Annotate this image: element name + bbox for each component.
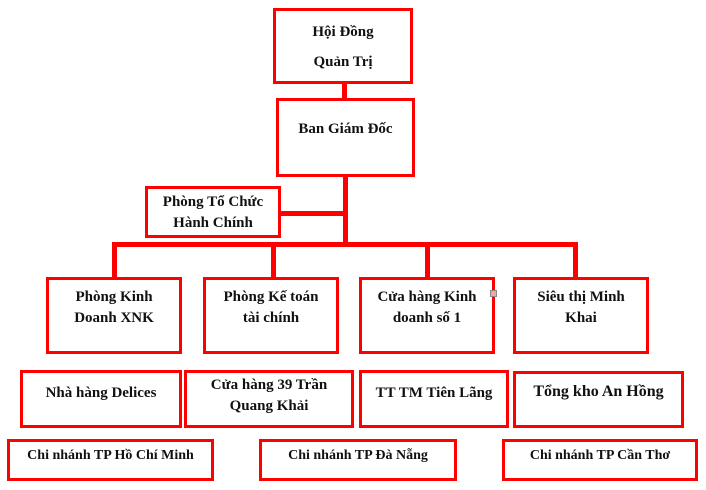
node-hcm[interactable]: Chi nhánh TP Hồ Chí Minh	[7, 439, 214, 481]
node-label-line: Chi nhánh TP Cần Thơ	[529, 448, 671, 463]
node-label-line: Chi nhánh TP Đà Nẵng	[288, 448, 428, 463]
node-label-line: Quang Khải	[229, 398, 309, 414]
node-label-line: Ban Giám Đốc	[298, 121, 393, 137]
node-label-line: Cửa hàng Kinh	[377, 289, 477, 305]
node-label-line: Doanh XNK	[74, 310, 154, 326]
connector-drop-accounting	[271, 242, 276, 278]
connector-drop-store1	[425, 242, 430, 278]
node-tienlang[interactable]: TT TM Tiên Lãng	[359, 370, 509, 428]
node-label-line: Nhà hàng Delices	[45, 385, 157, 401]
connector-drop-minhkhai	[573, 242, 578, 278]
node-label-line: Hành Chính	[173, 215, 253, 231]
connector-board-directors	[342, 83, 347, 99]
node-label-line: Chi nhánh TP Hồ Chí Minh	[27, 448, 194, 463]
node-admin[interactable]: Phòng Tổ Chức Hành Chính	[145, 186, 281, 238]
node-danang[interactable]: Chi nhánh TP Đà Nẵng	[259, 439, 457, 481]
node-accounting[interactable]: Phòng Kế toán tài chính	[203, 277, 339, 354]
node-label-line: Siêu thị Minh	[537, 289, 625, 305]
resize-handle[interactable]	[490, 290, 497, 297]
node-label-line: Khai	[565, 310, 597, 326]
connector-admin-branch	[280, 211, 346, 216]
node-delices[interactable]: Nhà hàng Delices	[20, 370, 182, 428]
node-anhong[interactable]: Tổng kho An Hồng	[513, 371, 684, 428]
node-store39[interactable]: Cửa hàng 39 Trần Quang Khải	[184, 370, 354, 428]
node-label-line: Tổng kho An Hồng	[533, 383, 664, 400]
node-label-line: Phòng Kế toán	[223, 289, 319, 305]
node-label-line: Phòng Kinh	[75, 289, 153, 305]
node-label-line: Hội Đồng	[312, 24, 374, 40]
node-label-line: Phòng Tổ Chức	[162, 194, 264, 210]
node-label-line: TT TM Tiên Lãng	[375, 385, 493, 401]
node-sales-xnk[interactable]: Phòng Kinh Doanh XNK	[46, 277, 182, 354]
node-store1[interactable]: Cửa hàng Kinh doanh số 1	[359, 277, 495, 354]
node-label-line: tài chính	[242, 310, 300, 326]
node-directors[interactable]: Ban Giám Đốc	[276, 98, 415, 177]
connector-horizontal-bus	[112, 242, 578, 247]
node-board[interactable]: Hội Đồng Quản Trị	[273, 8, 413, 84]
node-label-line: Quản Trị	[313, 54, 373, 70]
node-minhkhai[interactable]: Siêu thị Minh Khai	[513, 277, 649, 354]
connector-drop-sales	[112, 242, 117, 278]
node-cantho[interactable]: Chi nhánh TP Cần Thơ	[502, 439, 698, 481]
node-label-line: doanh số 1	[392, 310, 462, 326]
node-label-line: Cửa hàng 39 Trần	[210, 377, 328, 393]
